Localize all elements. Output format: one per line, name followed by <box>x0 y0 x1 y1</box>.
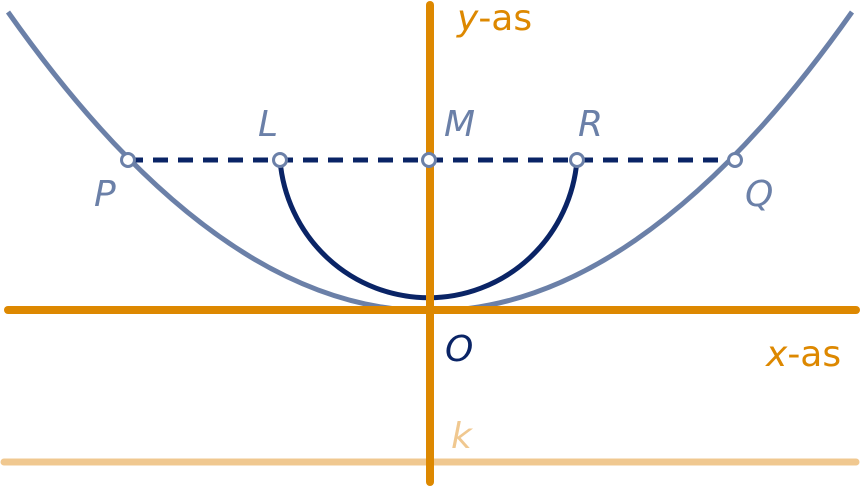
point-P-label: P <box>94 174 116 215</box>
point-L-marker <box>272 152 288 168</box>
point-L-label: L <box>258 104 278 145</box>
origin-label: O <box>445 329 473 370</box>
point-M-label: M <box>444 104 475 145</box>
point-R-marker <box>569 152 585 168</box>
x-axis-suffix: -as <box>787 334 841 375</box>
x-axis-label: x-as <box>765 334 841 375</box>
point-M-marker <box>421 152 437 168</box>
y-axis-variable: y <box>456 0 479 39</box>
point-Q-label: Q <box>745 174 773 215</box>
point-P-marker <box>120 152 136 168</box>
y-axis-label: y-as <box>456 0 532 39</box>
y-axis-suffix: -as <box>478 0 532 39</box>
point-R-label: R <box>578 104 603 145</box>
directrix-label: k <box>451 416 474 457</box>
point-Q-marker <box>727 152 743 168</box>
x-axis-variable: x <box>765 334 788 375</box>
